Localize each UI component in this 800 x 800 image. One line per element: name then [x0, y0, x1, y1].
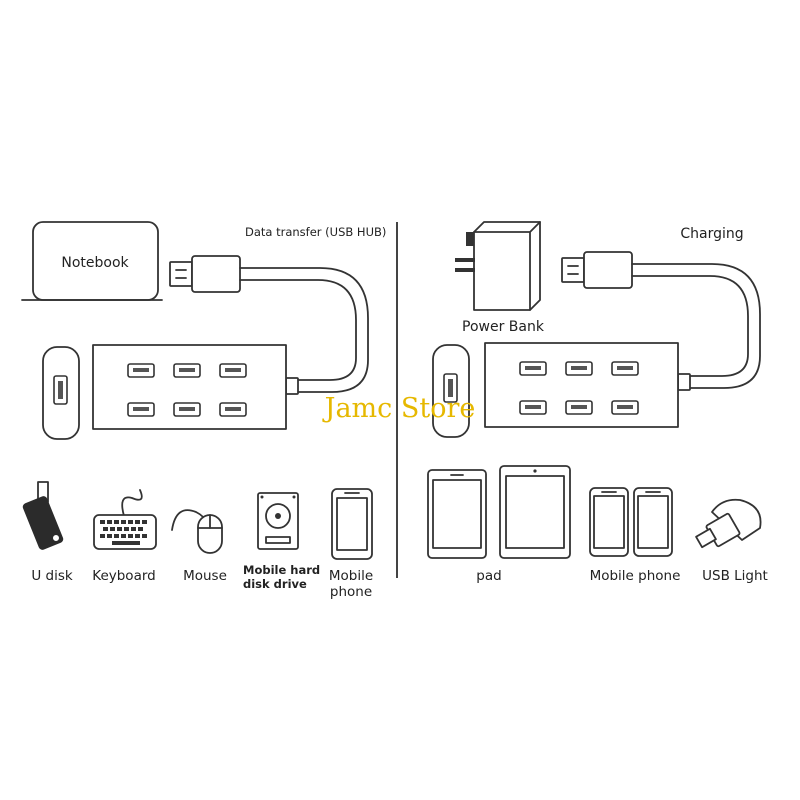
- hub-ports: [127, 363, 247, 417]
- usb-plug-icon: [561, 251, 633, 289]
- tablet-icon: [499, 465, 571, 559]
- usb-light-icon: [695, 498, 762, 549]
- tablet-icon: [427, 469, 487, 559]
- hub-side-port-icon: [432, 344, 470, 438]
- notebook-icon: [21, 221, 163, 301]
- power-bank-icon: [455, 221, 541, 311]
- usb-hub-icon: [484, 342, 679, 428]
- mouse-icon: [171, 509, 223, 554]
- usb-cable: [239, 267, 369, 393]
- device-label-usb-light: USB Light: [702, 568, 768, 584]
- usb-hub-icon: [92, 344, 287, 430]
- device-label-mobile-phone: Mobile phone: [590, 568, 681, 584]
- u-disk-icon: [22, 481, 64, 550]
- left-title: Data transfer (USB HUB): [245, 225, 386, 239]
- hub-ports: [519, 361, 639, 415]
- right-panel: Charging Power Bank: [427, 221, 768, 584]
- usb-plug-icon: [169, 255, 241, 293]
- notebook-label: Notebook: [61, 255, 129, 271]
- device-label-mouse: Mouse: [183, 568, 227, 584]
- mobile-phone-icon: [331, 488, 373, 560]
- hard-drive-icon: [257, 492, 299, 550]
- hub-side-port-icon: [42, 346, 80, 440]
- device-label-pad: pad: [476, 568, 501, 584]
- device-label-u-disk: U disk: [31, 568, 73, 584]
- right-title: Charging: [680, 226, 743, 242]
- mobile-phone-icon: [633, 487, 673, 557]
- device-label-keyboard: Keyboard: [92, 568, 155, 584]
- power-bank-label: Power Bank: [462, 319, 545, 335]
- usb-cable: [631, 263, 761, 389]
- watermark: Jamc Store: [322, 393, 476, 424]
- mobile-phone-icon: [589, 487, 629, 557]
- keyboard-icon: [93, 489, 157, 550]
- left-panel: Data transfer (USB HUB) Notebook: [21, 221, 386, 600]
